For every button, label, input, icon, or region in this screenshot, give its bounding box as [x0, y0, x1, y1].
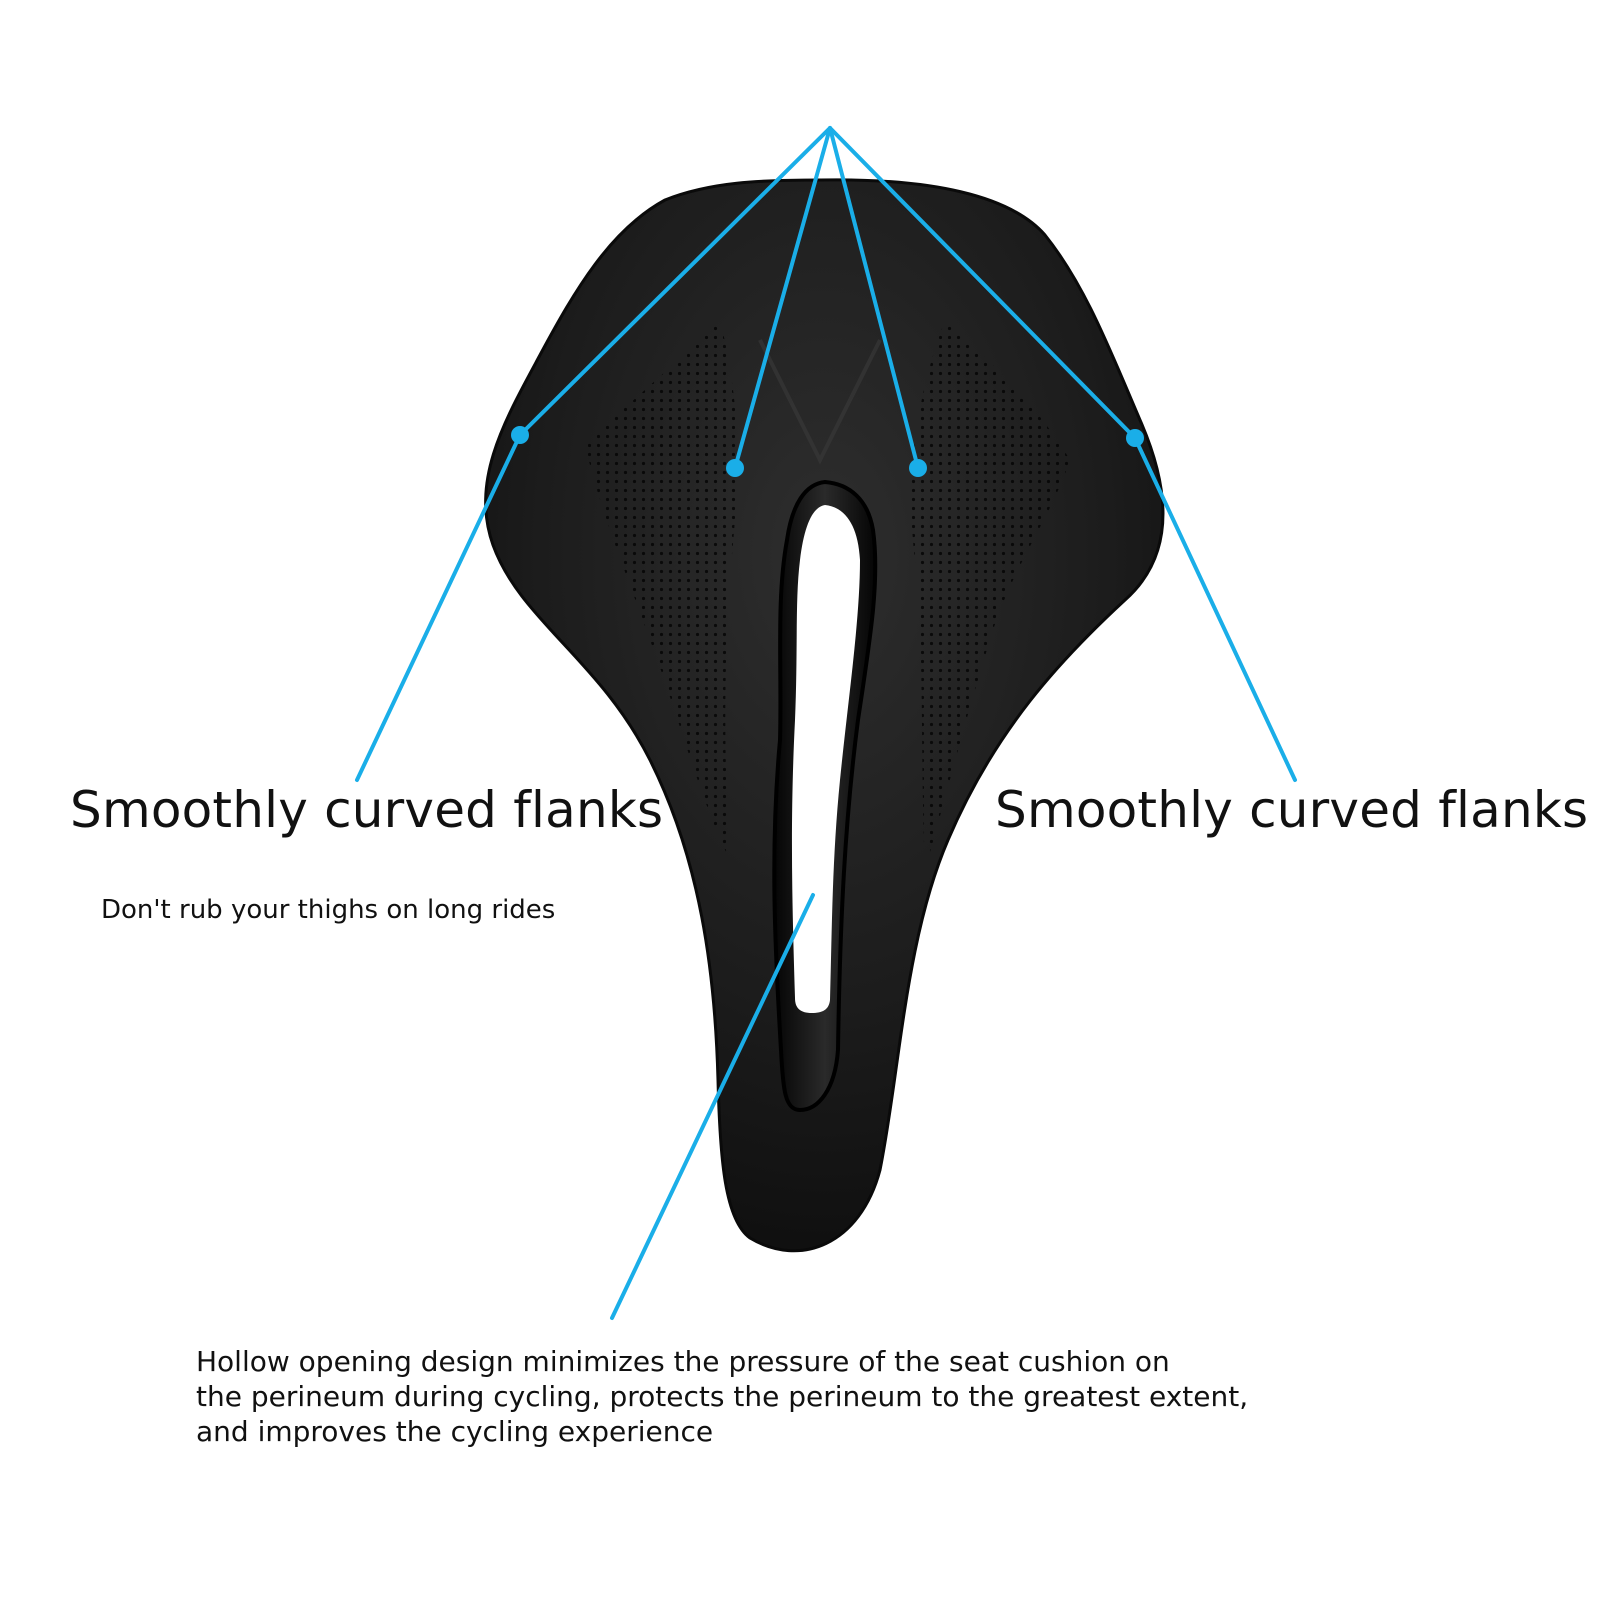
- left-perforation: [585, 320, 738, 860]
- callout-dots: [511, 426, 1144, 477]
- callout-line-cutout: [610, 893, 815, 1320]
- callout-dot-outer-right: [1126, 429, 1144, 447]
- callout-dot-inner-left: [726, 459, 744, 477]
- right-perforation: [911, 320, 1070, 870]
- callout-line-left-flank: [355, 433, 522, 782]
- callout-line-inner-left: [733, 126, 832, 470]
- callout-dot-inner-right: [909, 459, 927, 477]
- cutout-description-line-2: the perineum during cycling, protects th…: [196, 1380, 1249, 1413]
- left-flank-title: Smoothly curved flanks: [70, 781, 664, 839]
- callout-line-right-flank: [1133, 436, 1297, 782]
- cutout-description-line-3: and improves the cycling experience: [196, 1415, 714, 1448]
- callout-line-outer-right: [828, 126, 1137, 440]
- callout-line-inner-right: [828, 126, 920, 470]
- cutout-description-line-1: Hollow opening design minimizes the pres…: [196, 1345, 1170, 1378]
- callout-lines: [355, 126, 1297, 1320]
- right-flank-title: Smoothly curved flanks: [995, 781, 1589, 839]
- left-flank-subtitle: Don't rub your thighs on long rides: [101, 895, 556, 925]
- center-ridge: [758, 339, 882, 465]
- callout-dot-outer-left: [511, 426, 529, 444]
- cutout-inner-opening: [791, 505, 860, 1013]
- callout-line-outer-left: [518, 126, 832, 437]
